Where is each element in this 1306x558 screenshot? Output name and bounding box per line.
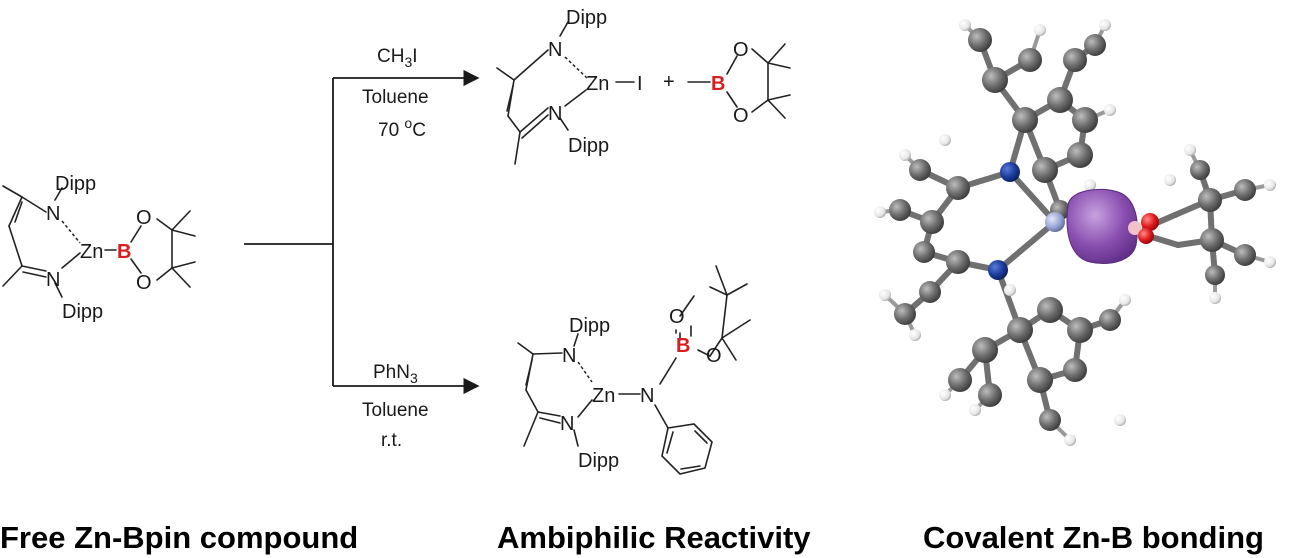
boron-sphere — [1128, 221, 1142, 235]
oxygen-bottom-label: O — [136, 272, 152, 294]
reaction-arrows — [244, 69, 480, 395]
dipp-top-label: Dipp — [55, 173, 96, 195]
caption-middle: Ambiphilic Reactivity — [497, 520, 811, 555]
bottom-temperature: r.t. — [381, 430, 402, 451]
bottom-zn: Zn — [592, 385, 615, 407]
bottom-boron: B — [676, 335, 690, 357]
oxygen-sphere-2 — [1138, 228, 1154, 244]
bottom-product: N N Zn N Dipp Dipp B O O — [517, 265, 751, 475]
zinc-sphere — [1045, 212, 1065, 232]
zinc-label: Zn — [80, 241, 103, 263]
caption-right: Covalent Zn-B bonding — [923, 520, 1264, 555]
top-conditions: CH3I Toluene 70 oC — [362, 46, 429, 141]
bottom-dipp2: Dipp — [578, 450, 619, 472]
bottom-solvent: Toluene — [362, 400, 429, 421]
boron-label: B — [117, 241, 131, 263]
molecular-model — [874, 19, 1276, 446]
top-n2: N — [548, 103, 562, 125]
zn-b-bonding-orbital — [1066, 188, 1138, 264]
bottom-reagent: PhN3 — [373, 362, 418, 386]
top-n1: N — [548, 39, 562, 61]
carbon-atoms — [889, 28, 1256, 431]
top-o1: O — [733, 39, 749, 61]
bottom-n2: N — [560, 413, 574, 435]
plus-sign: + — [663, 71, 675, 93]
bottom-conditions: PhN3 Toluene r.t. — [362, 362, 429, 451]
starting-compound: N N Zn B O O Dipp Dipp — [2, 173, 196, 323]
nitrogen-bottom-label: N — [46, 269, 60, 291]
nitrogen-top-label: N — [46, 203, 60, 225]
nitrogen-sphere-top — [1000, 162, 1020, 182]
top-iodine: I — [637, 73, 643, 95]
top-reagent: CH3I — [377, 46, 418, 70]
top-product: N N Zn I Dipp Dipp + B O O — [496, 7, 791, 165]
top-o2: O — [733, 105, 749, 127]
oxygen-sphere-1 — [1141, 213, 1159, 231]
oxygen-top-label: O — [136, 207, 152, 229]
top-zn: Zn — [586, 73, 609, 95]
bottom-o1: O — [669, 306, 685, 328]
hydrogen-atoms — [874, 19, 1276, 446]
nitrogen-sphere-bottom — [988, 260, 1008, 280]
top-boron: B — [711, 73, 725, 95]
caption-left: Free Zn-Bpin compound — [0, 520, 358, 555]
top-dipp1: Dipp — [566, 7, 607, 29]
bottom-o2: O — [706, 345, 722, 367]
dipp-bottom-label: Dipp — [62, 301, 103, 323]
bottom-n-amide: N — [640, 385, 654, 407]
bottom-n1: N — [562, 345, 576, 367]
top-dipp2: Dipp — [568, 135, 609, 157]
top-solvent: Toluene — [362, 87, 429, 108]
bottom-dipp1: Dipp — [569, 315, 610, 337]
top-temperature: 70 oC — [378, 115, 426, 141]
